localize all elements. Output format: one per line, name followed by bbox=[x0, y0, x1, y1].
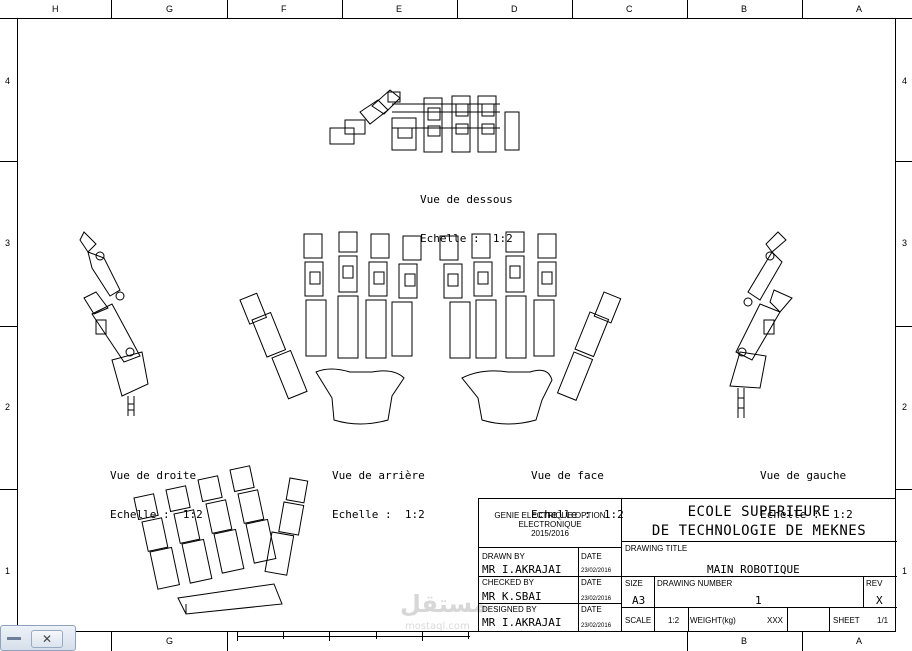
size-value: A3 bbox=[632, 594, 646, 607]
view-caption-front: Vue de face Echelle : 1:2 bbox=[531, 443, 624, 534]
zone-label-top: D bbox=[511, 4, 518, 14]
sheet-label: SHEET bbox=[833, 616, 860, 625]
checked-date-label: DATE bbox=[581, 578, 602, 587]
checked-date-value: 23/02/2016 bbox=[581, 596, 612, 602]
rev-value: X bbox=[876, 594, 883, 607]
row-label-right: 4 bbox=[902, 76, 908, 86]
view-caption-back: Vue de arrière Echelle : 1:2 bbox=[332, 443, 425, 534]
scale-label: SCALE bbox=[625, 616, 652, 625]
view-bottom-drawing bbox=[329, 89, 520, 153]
weight-label: WEIGHT(kg) bbox=[690, 616, 736, 625]
view-scale: Echelle : 1:2 bbox=[760, 508, 853, 521]
drawing-title-value: MAIN ROBOTIQUE bbox=[707, 563, 800, 576]
window-taskbar-button[interactable]: ✕ bbox=[0, 625, 76, 651]
row-label-left: 2 bbox=[5, 402, 11, 412]
zone-label-top: H bbox=[52, 4, 59, 14]
size-label: SIZE bbox=[625, 579, 643, 588]
checked-by-label: CHECKED BY bbox=[482, 578, 535, 587]
school-name: ECOLE SUPERIEURE DE TECHNOLOGIE DE MEKNE… bbox=[651, 504, 867, 539]
zone-label-top: G bbox=[166, 4, 174, 14]
view-isometric-drawing bbox=[133, 465, 309, 615]
scale-value: 1:2 bbox=[668, 616, 680, 625]
view-name: Vue de dessous bbox=[420, 193, 513, 206]
designed-date-value: 23/02/2016 bbox=[581, 623, 612, 629]
view-scale: Echelle : 1:2 bbox=[531, 508, 624, 521]
zone-label-top: B bbox=[741, 4, 748, 14]
rev-label: REV bbox=[866, 579, 883, 588]
drawn-by-label: DRAWN BY bbox=[482, 552, 525, 561]
checked-by-value: MR K.SBAI bbox=[482, 590, 542, 603]
weight-value: XXX bbox=[767, 616, 784, 625]
drawn-date-label: DATE bbox=[581, 552, 602, 561]
row-label-left: 4 bbox=[5, 76, 11, 86]
drawing-number-value: 1 bbox=[755, 594, 762, 607]
zone-label-bottom: B bbox=[741, 636, 748, 646]
zone-label-bottom: G bbox=[166, 636, 174, 646]
row-label-right: 2 bbox=[902, 402, 908, 412]
zone-label-top: A bbox=[856, 4, 863, 14]
drawn-date-value: 23/02/2016 bbox=[581, 568, 612, 574]
close-button[interactable]: ✕ bbox=[31, 630, 63, 648]
view-scale: Echelle : 1:2 bbox=[332, 508, 425, 521]
view-name: Vue de gauche bbox=[760, 469, 847, 482]
watermark-url: mostaql.com bbox=[405, 621, 470, 632]
title-block: GENIE ELECTRIQUE OPTION ELECTRONIQUE 201… bbox=[478, 498, 897, 632]
view-scale: Echelle : 1:2 bbox=[110, 508, 203, 521]
view-name: Vue de face bbox=[531, 469, 604, 482]
view-left-drawing bbox=[729, 231, 793, 418]
minimize-icon[interactable] bbox=[7, 637, 21, 640]
view-name: Vue de arrière bbox=[332, 469, 425, 482]
view-front-drawing bbox=[439, 231, 622, 425]
designed-date-label: DATE bbox=[581, 605, 602, 614]
view-name: Vue de droite bbox=[110, 469, 197, 482]
view-caption-right: Vue de droite Echelle : 1:2 bbox=[110, 443, 203, 534]
scale-ruler bbox=[237, 632, 470, 641]
zone-label-top: F bbox=[281, 4, 287, 14]
row-label-right: 1 bbox=[902, 566, 908, 576]
drawing-title-label: DRAWING TITLE bbox=[625, 544, 688, 553]
row-label-left: 1 bbox=[5, 566, 11, 576]
view-caption-left: Vue de gauche Echelle : 1:2 bbox=[760, 443, 853, 534]
view-back-drawing bbox=[239, 231, 422, 425]
designed-by-value: MR I.AKRAJAI bbox=[482, 616, 562, 629]
designed-by-label: DESIGNED BY bbox=[482, 605, 537, 614]
department-label: GENIE ELECTRIQUE OPTION ELECTRONIQUE 201… bbox=[494, 511, 606, 538]
row-label-right: 3 bbox=[902, 238, 908, 248]
zone-label-top: E bbox=[396, 4, 403, 14]
drawn-by-value: MR I.AKRAJAI bbox=[482, 563, 562, 576]
watermark-logo: مستقل bbox=[400, 590, 488, 618]
zone-label-bottom: A bbox=[856, 636, 863, 646]
zone-label-top: C bbox=[626, 4, 633, 14]
view-scale: Echelle : 1:2 bbox=[420, 232, 513, 245]
close-icon: ✕ bbox=[41, 632, 53, 646]
view-right-drawing bbox=[79, 231, 149, 416]
drawing-number-label: DRAWING NUMBER bbox=[657, 579, 733, 588]
row-label-left: 3 bbox=[5, 238, 11, 248]
sheet-value: 1/1 bbox=[877, 616, 889, 625]
view-caption-bottom: Vue de dessous Echelle : 1:2 bbox=[420, 167, 513, 258]
